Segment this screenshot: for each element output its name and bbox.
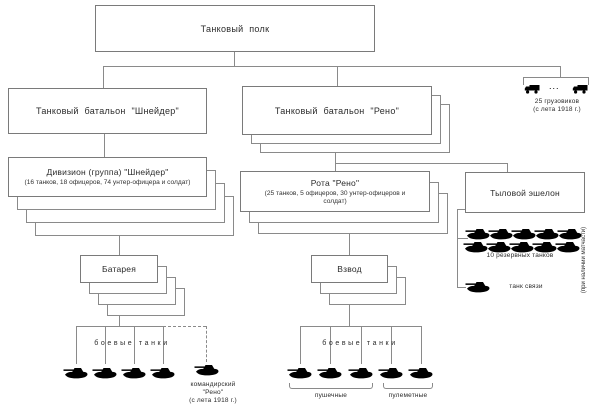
mg-tanks-brace [383,383,433,389]
tank-icon [408,366,434,379]
connector-line [335,153,336,171]
node-subtitle: (16 танков, 18 офицеров, 74 унтер-офицер… [24,179,191,186]
node-platoon: Взвод [311,255,388,283]
liaison-tank-label: танк связи [509,283,543,290]
reserve-tank-icon [511,227,537,240]
connector-line [76,326,163,327]
reserve-tank-icon [465,227,491,240]
truck-icon [572,84,588,94]
connector-line [337,66,338,86]
connector-line [163,326,164,364]
connector-line [76,326,77,364]
node-schneider-battalion: Танковый батальон "Шнейдер" [8,88,207,134]
node-label: Батарея [101,264,137,274]
node-title: Рота "Рено" [310,177,360,188]
availability-note: (при наличии матчасти) [581,226,587,294]
schneider-combat-tanks-label: боевые танки [94,340,170,347]
tank-icon [92,366,118,379]
node-schneider-division: Дивизион (группа) "Шнейдер" (16 танков, … [8,157,207,197]
connector-line [103,66,560,67]
connector-line [330,326,331,364]
reserve-tank-icon [555,240,581,253]
connector-line [507,163,508,172]
reserve-tanks-label: 10 резервных танков [486,252,554,259]
trucks-ellipsis: ... [549,81,560,91]
connector-line [134,326,135,364]
reserve-tank-icon [534,227,560,240]
connector-line [163,326,206,327]
connector-line [349,234,350,255]
connector-line [391,326,392,364]
connector-line [361,326,362,364]
reserve-tank-icon [463,240,489,253]
connector-line [105,326,106,364]
commander-line1: командирский [190,381,236,388]
reserve-tank-icon [509,240,535,253]
connector-line [103,66,104,88]
mg-tanks-label: пулеметные [388,392,428,399]
node-battery: Батарея [80,255,158,283]
cannon-tanks-brace [289,383,373,389]
node-renault-battalion: Танковый батальон "Рено" [242,86,432,135]
reserve-tank-icon [557,227,583,240]
tank-icon [150,366,176,379]
trucks-caption-line2: (с лета 1918 г.) [533,106,581,113]
commander-tank-caption: командирский "Рено" (с лета 1918 г.) [173,381,253,405]
reserve-tank-icon [486,240,512,253]
connector-line [119,236,120,255]
reserve-tank-icon [488,227,514,240]
node-label: Танковый полк [200,23,270,34]
trucks-caption-line1: 25 грузовиков [534,98,580,105]
tank-icon [121,366,147,379]
renault-combat-tanks-label: боевые танки [322,340,398,347]
reserve-tank-icon [532,240,558,253]
truck-icon [524,84,540,94]
node-renault-company: Рота "Рено" (25 танков, 5 офицеров, 30 у… [240,171,430,212]
node-label: Тыловой эшелон [490,187,560,198]
node-tank-regiment: Танковый полк [95,5,375,52]
tank-icon [317,366,343,379]
tank-icon [287,366,313,379]
connector-line [457,209,465,210]
commander-line2: "Рено" [202,389,224,396]
connector-line [104,134,105,157]
liaison-tank-icon [465,280,491,293]
node-label: Танковый батальон "Рено" [274,105,400,116]
trucks-caption: 25 грузовиков (с лета 1918 г.) [512,98,600,114]
tank-icon [348,366,374,379]
connector-line [457,209,458,287]
tank-icon [378,366,404,379]
connector-line [457,287,466,288]
connector-line [234,52,235,66]
connector-line [588,77,589,85]
tank-icon [63,366,89,379]
node-rear-echelon: Тыловой эшелон [465,172,585,213]
connector-line [523,77,524,85]
connector-line [335,163,507,164]
node-label: Танковый батальон "Шнейдер" [35,106,180,116]
commander-tank-icon [194,363,220,376]
node-label: Взвод [337,264,362,274]
connector-line [206,326,207,362]
connector-line [421,326,422,364]
node-title: Дивизион (группа) "Шнейдер" [46,167,169,177]
node-subtitle: (25 танков, 5 офицеров, 30 унтер-офицеро… [264,189,406,205]
connector-line [300,326,301,364]
connector-line [523,77,588,78]
connector-line [349,305,350,326]
commander-line3: (с лета 1918 г.) [189,397,237,404]
connector-line [119,316,120,326]
connector-line [560,66,561,77]
connector-line [457,238,468,239]
cannon-tanks-label: пушечные [314,392,348,399]
